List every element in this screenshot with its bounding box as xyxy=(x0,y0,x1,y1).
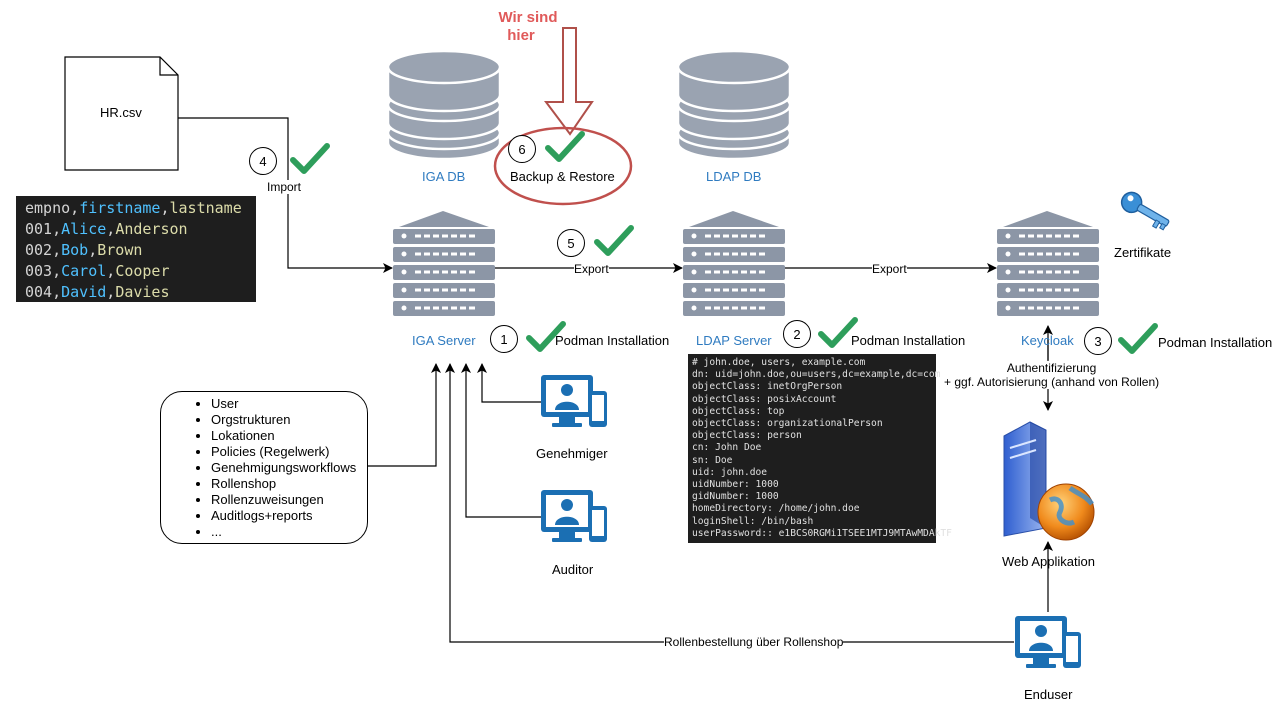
features-connector xyxy=(368,363,441,467)
list-item: Rollenzuweisungen xyxy=(211,492,367,508)
enduser-label: Enduser xyxy=(1024,687,1073,702)
iga-db-icon xyxy=(386,49,502,161)
hr-csv-label: HR.csv xyxy=(100,105,142,120)
ldif-line: objectClass: top xyxy=(692,405,785,417)
import-label: Import xyxy=(267,180,302,194)
step-1-badge: 1 xyxy=(490,325,518,353)
csv-line: 001,Alice,Anderson xyxy=(25,220,188,238)
list-item: Genehmigungsworkflows xyxy=(211,460,367,476)
step-2-badge: 2 xyxy=(783,320,811,348)
genehmiger-user-icon xyxy=(541,375,607,427)
csv-line: empno,firstname,lastname xyxy=(25,199,242,217)
ldif-line: gidNumber: 1000 xyxy=(692,491,779,503)
list-item: ... xyxy=(211,524,367,540)
check-icon xyxy=(526,321,566,352)
step-4-badge: 4 xyxy=(249,147,277,175)
check-icon xyxy=(545,131,585,162)
hr-csv-document-icon xyxy=(64,56,179,171)
keycloak-label: Keycloak xyxy=(1021,333,1074,348)
ldif-line: homeDirectory: /home/john.doe xyxy=(692,503,860,515)
ldap-db-label: LDAP DB xyxy=(706,169,762,184)
wir-line-2: hier xyxy=(507,27,535,44)
iga-db-label: IGA DB xyxy=(422,169,466,184)
ldap-server-label: LDAP Server xyxy=(696,333,772,348)
ldif-line: userPassword:: e1BCS0RGMi1TSEE1MTJ9MTAwM… xyxy=(692,527,952,539)
list-item: Orgstrukturen xyxy=(211,412,367,428)
ldif-line: uid: john.doe xyxy=(692,466,768,478)
step-5-badge: 5 xyxy=(557,229,585,257)
podman-installation-1-label: Podman Installation xyxy=(555,333,670,348)
csv-line: 002,Bob,Brown xyxy=(25,241,143,259)
enduser-user-icon xyxy=(1015,616,1081,668)
backup-restore-label: Backup & Restore xyxy=(510,169,615,184)
ldif-line: objectClass: person xyxy=(692,430,802,442)
podman-installation-3-label: Podman Installation xyxy=(1158,335,1273,350)
podman-installation-2-label: Podman Installation xyxy=(851,333,966,348)
genehmiger-connector xyxy=(477,363,541,403)
ldif-line: dn: uid=john.doe,ou=users,dc=example,dc=… xyxy=(692,369,941,381)
ldif-line: objectClass: inetOrgPerson xyxy=(692,381,843,393)
web-app-label: Web Applikation xyxy=(1002,554,1095,569)
list-item: Lokationen xyxy=(211,428,367,444)
key-icon xyxy=(1120,191,1170,231)
check-icon xyxy=(818,317,858,348)
check-icon xyxy=(1118,323,1158,354)
genehmiger-label: Genehmiger xyxy=(536,446,608,461)
auditor-user-icon xyxy=(541,490,607,542)
ldif-code-block: # john.doe, users, example.com dn: uid=j… xyxy=(688,354,952,543)
ldif-line: cn: John Doe xyxy=(692,442,762,454)
ldif-line: objectClass: posixAccount xyxy=(692,393,837,405)
iga-server-label: IGA Server xyxy=(412,333,476,348)
list-item: Auditlogs+reports xyxy=(211,508,367,524)
csv-line: 003,Carol,Cooper xyxy=(25,262,170,280)
list-item: Rollenshop xyxy=(211,476,367,492)
web-app-server-globe-icon xyxy=(1003,421,1095,541)
list-item: Policies (Regelwerk) xyxy=(211,444,367,460)
check-icon xyxy=(594,225,634,256)
keycloak-server-icon xyxy=(997,211,1099,316)
check-icon xyxy=(290,143,330,174)
wir-sind-hier-label: Wir sind hier xyxy=(486,9,570,45)
export-label-1: Export xyxy=(574,262,609,276)
auth-line-2: + ggf. Autorisierung (anhand von Rollen) xyxy=(944,375,1160,389)
auditor-connector xyxy=(461,363,541,518)
export-label-2: Export xyxy=(872,262,907,276)
iga-server-icon xyxy=(393,211,495,316)
rollenbestellung-label: Rollenbestellung über Rollenshop xyxy=(664,635,844,649)
ldap-server-icon xyxy=(683,211,785,316)
step-6-badge: 6 xyxy=(508,135,536,163)
ldif-line: sn: Doe xyxy=(692,454,733,466)
backup-highlight-ellipse xyxy=(493,126,633,206)
ldap-db-icon xyxy=(676,49,792,161)
ldif-line: loginShell: /bin/bash xyxy=(692,515,814,527)
auditor-label: Auditor xyxy=(552,562,594,577)
auth-line-1: Authentifizierung xyxy=(1006,361,1097,375)
ldif-line: objectClass: organizationalPerson xyxy=(692,418,883,430)
wir-line-1: Wir sind xyxy=(498,9,558,26)
arrow-down-icon xyxy=(544,27,594,136)
features-list: User Orgstrukturen Lokationen Policies (… xyxy=(160,391,368,544)
ldif-line: uidNumber: 1000 xyxy=(692,479,779,491)
list-item: User xyxy=(211,396,367,412)
ldif-line: # john.doe, users, example.com xyxy=(692,357,866,368)
csv-line: 004,David,Davies xyxy=(25,283,170,301)
auth-label: Authentifizierung + ggf. Autorisierung (… xyxy=(944,361,1160,389)
step-3-badge: 3 xyxy=(1084,327,1112,355)
zertifikate-label: Zertifikate xyxy=(1114,245,1172,260)
csv-code-block: empno,firstname,lastname 001,Alice,Ander… xyxy=(16,196,256,302)
